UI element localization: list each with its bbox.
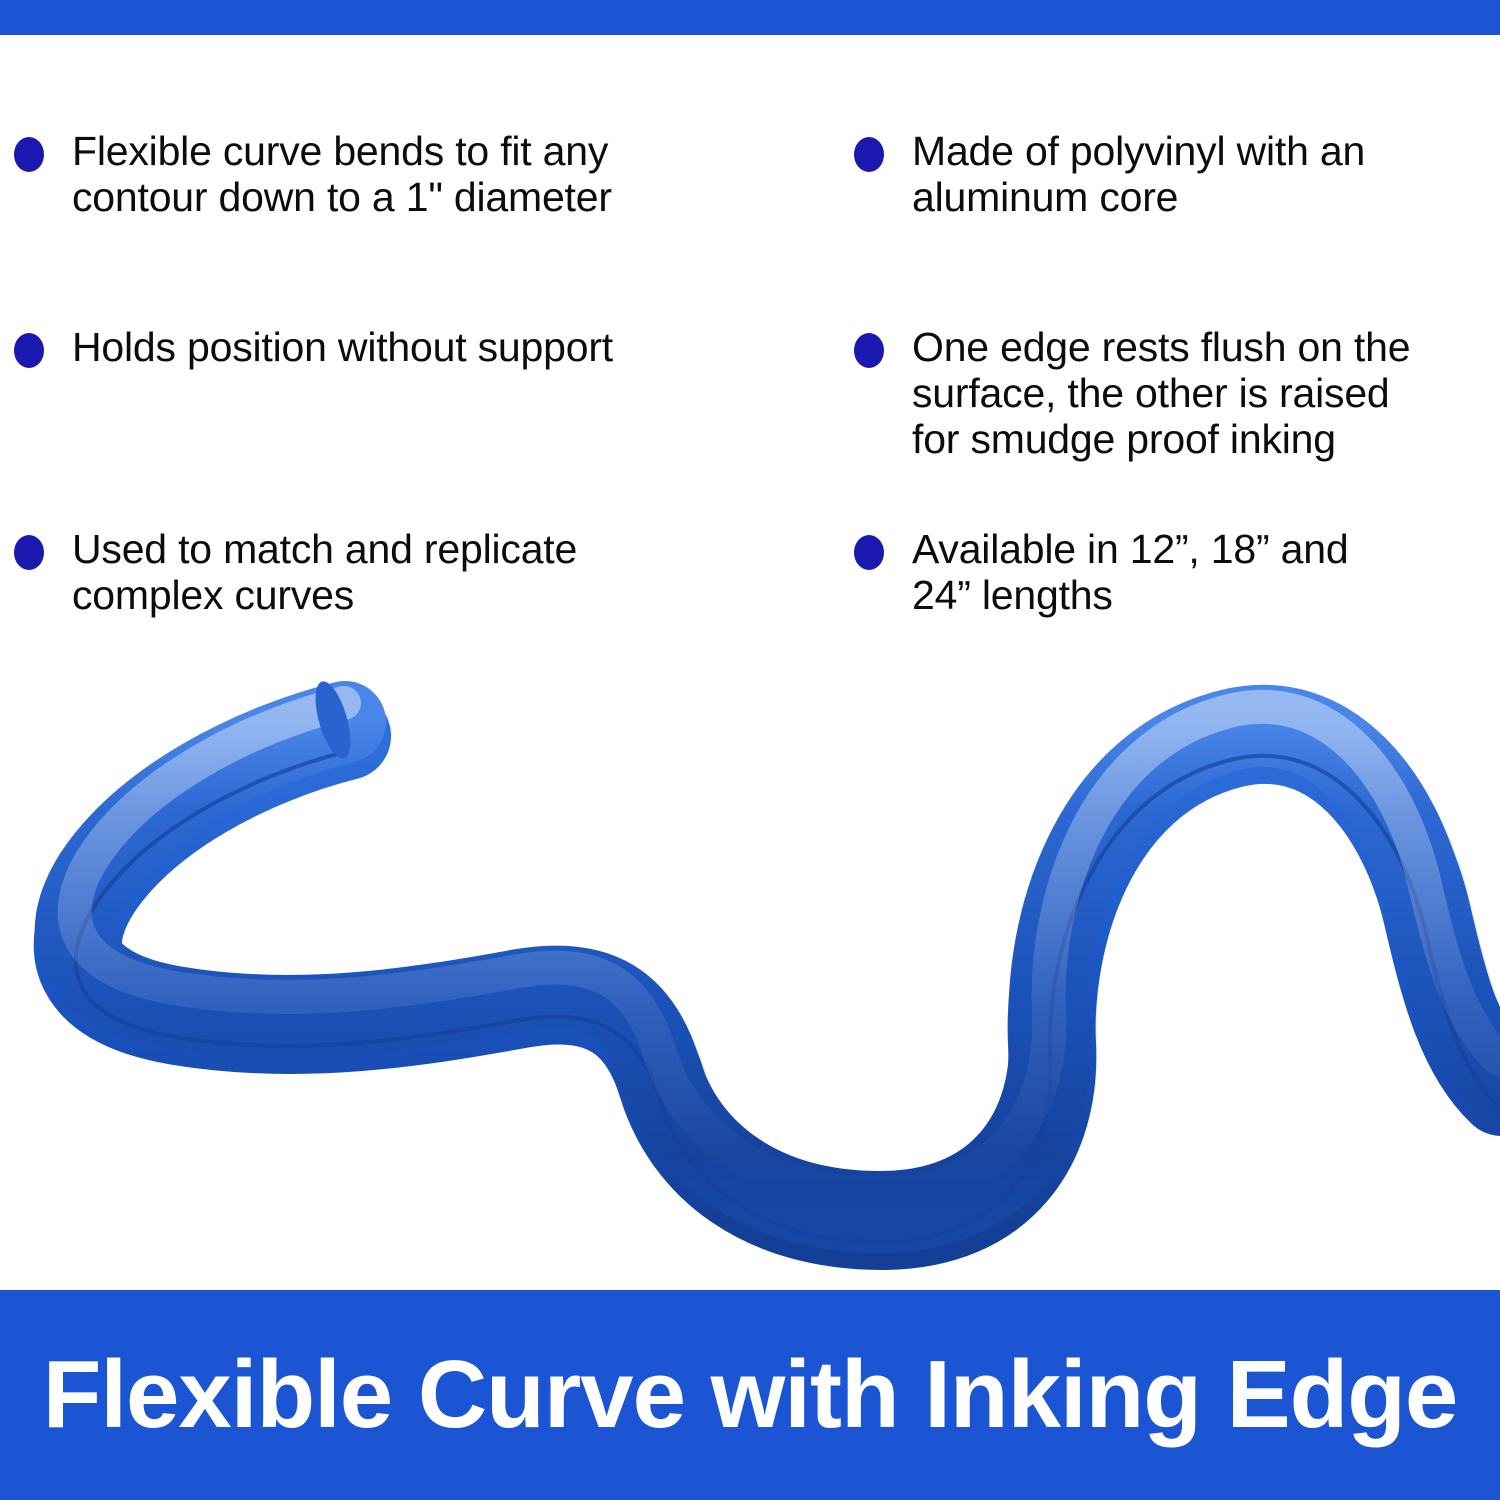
flexible-curve-illustration xyxy=(33,681,1500,1270)
top-accent-band xyxy=(0,0,1500,35)
bullet-dot-icon xyxy=(854,333,884,368)
left-end-tip xyxy=(315,681,351,759)
feature-text: Used to match and replicate complex curv… xyxy=(72,526,578,618)
feature-text: Holds position without support xyxy=(72,324,613,370)
feature-item-lengths: Available in 12”, 18” and 24” lengths xyxy=(848,526,1500,619)
feature-list: Flexible curve bends to fit any contour … xyxy=(0,35,1500,675)
product-title: Flexible Curve with Inking Edge xyxy=(42,1341,1459,1448)
feature-text: Made of polyvinyl with an aluminum core xyxy=(912,128,1366,220)
feature-item-holds-position: Holds position without support xyxy=(8,324,688,371)
feature-item-polyvinyl-aluminum: Made of polyvinyl with an aluminum core xyxy=(848,128,1500,221)
feature-text: One edge rests flush on the surface, the… xyxy=(912,324,1411,462)
bullet-dot-icon xyxy=(854,137,884,172)
bullet-dot-icon xyxy=(854,535,884,570)
feature-item-inking-edge: One edge rests flush on the surface, the… xyxy=(848,324,1500,463)
bottom-title-banner: Flexible Curve with Inking Edge xyxy=(0,1290,1500,1500)
inking-edge-groove xyxy=(73,750,1500,1244)
bullet-dot-icon xyxy=(14,137,44,172)
feature-text: Available in 12”, 18” and 24” lengths xyxy=(912,526,1349,618)
curve-body xyxy=(33,681,1500,1270)
product-image xyxy=(0,660,1500,1290)
feature-item-flexible-bends: Flexible curve bends to fit any contour … xyxy=(8,128,688,221)
feature-item-match-replicate: Used to match and replicate complex curv… xyxy=(8,526,688,619)
feature-text: Flexible curve bends to fit any contour … xyxy=(72,128,612,220)
bullet-dot-icon xyxy=(14,333,44,368)
bullet-dot-icon xyxy=(14,535,44,570)
